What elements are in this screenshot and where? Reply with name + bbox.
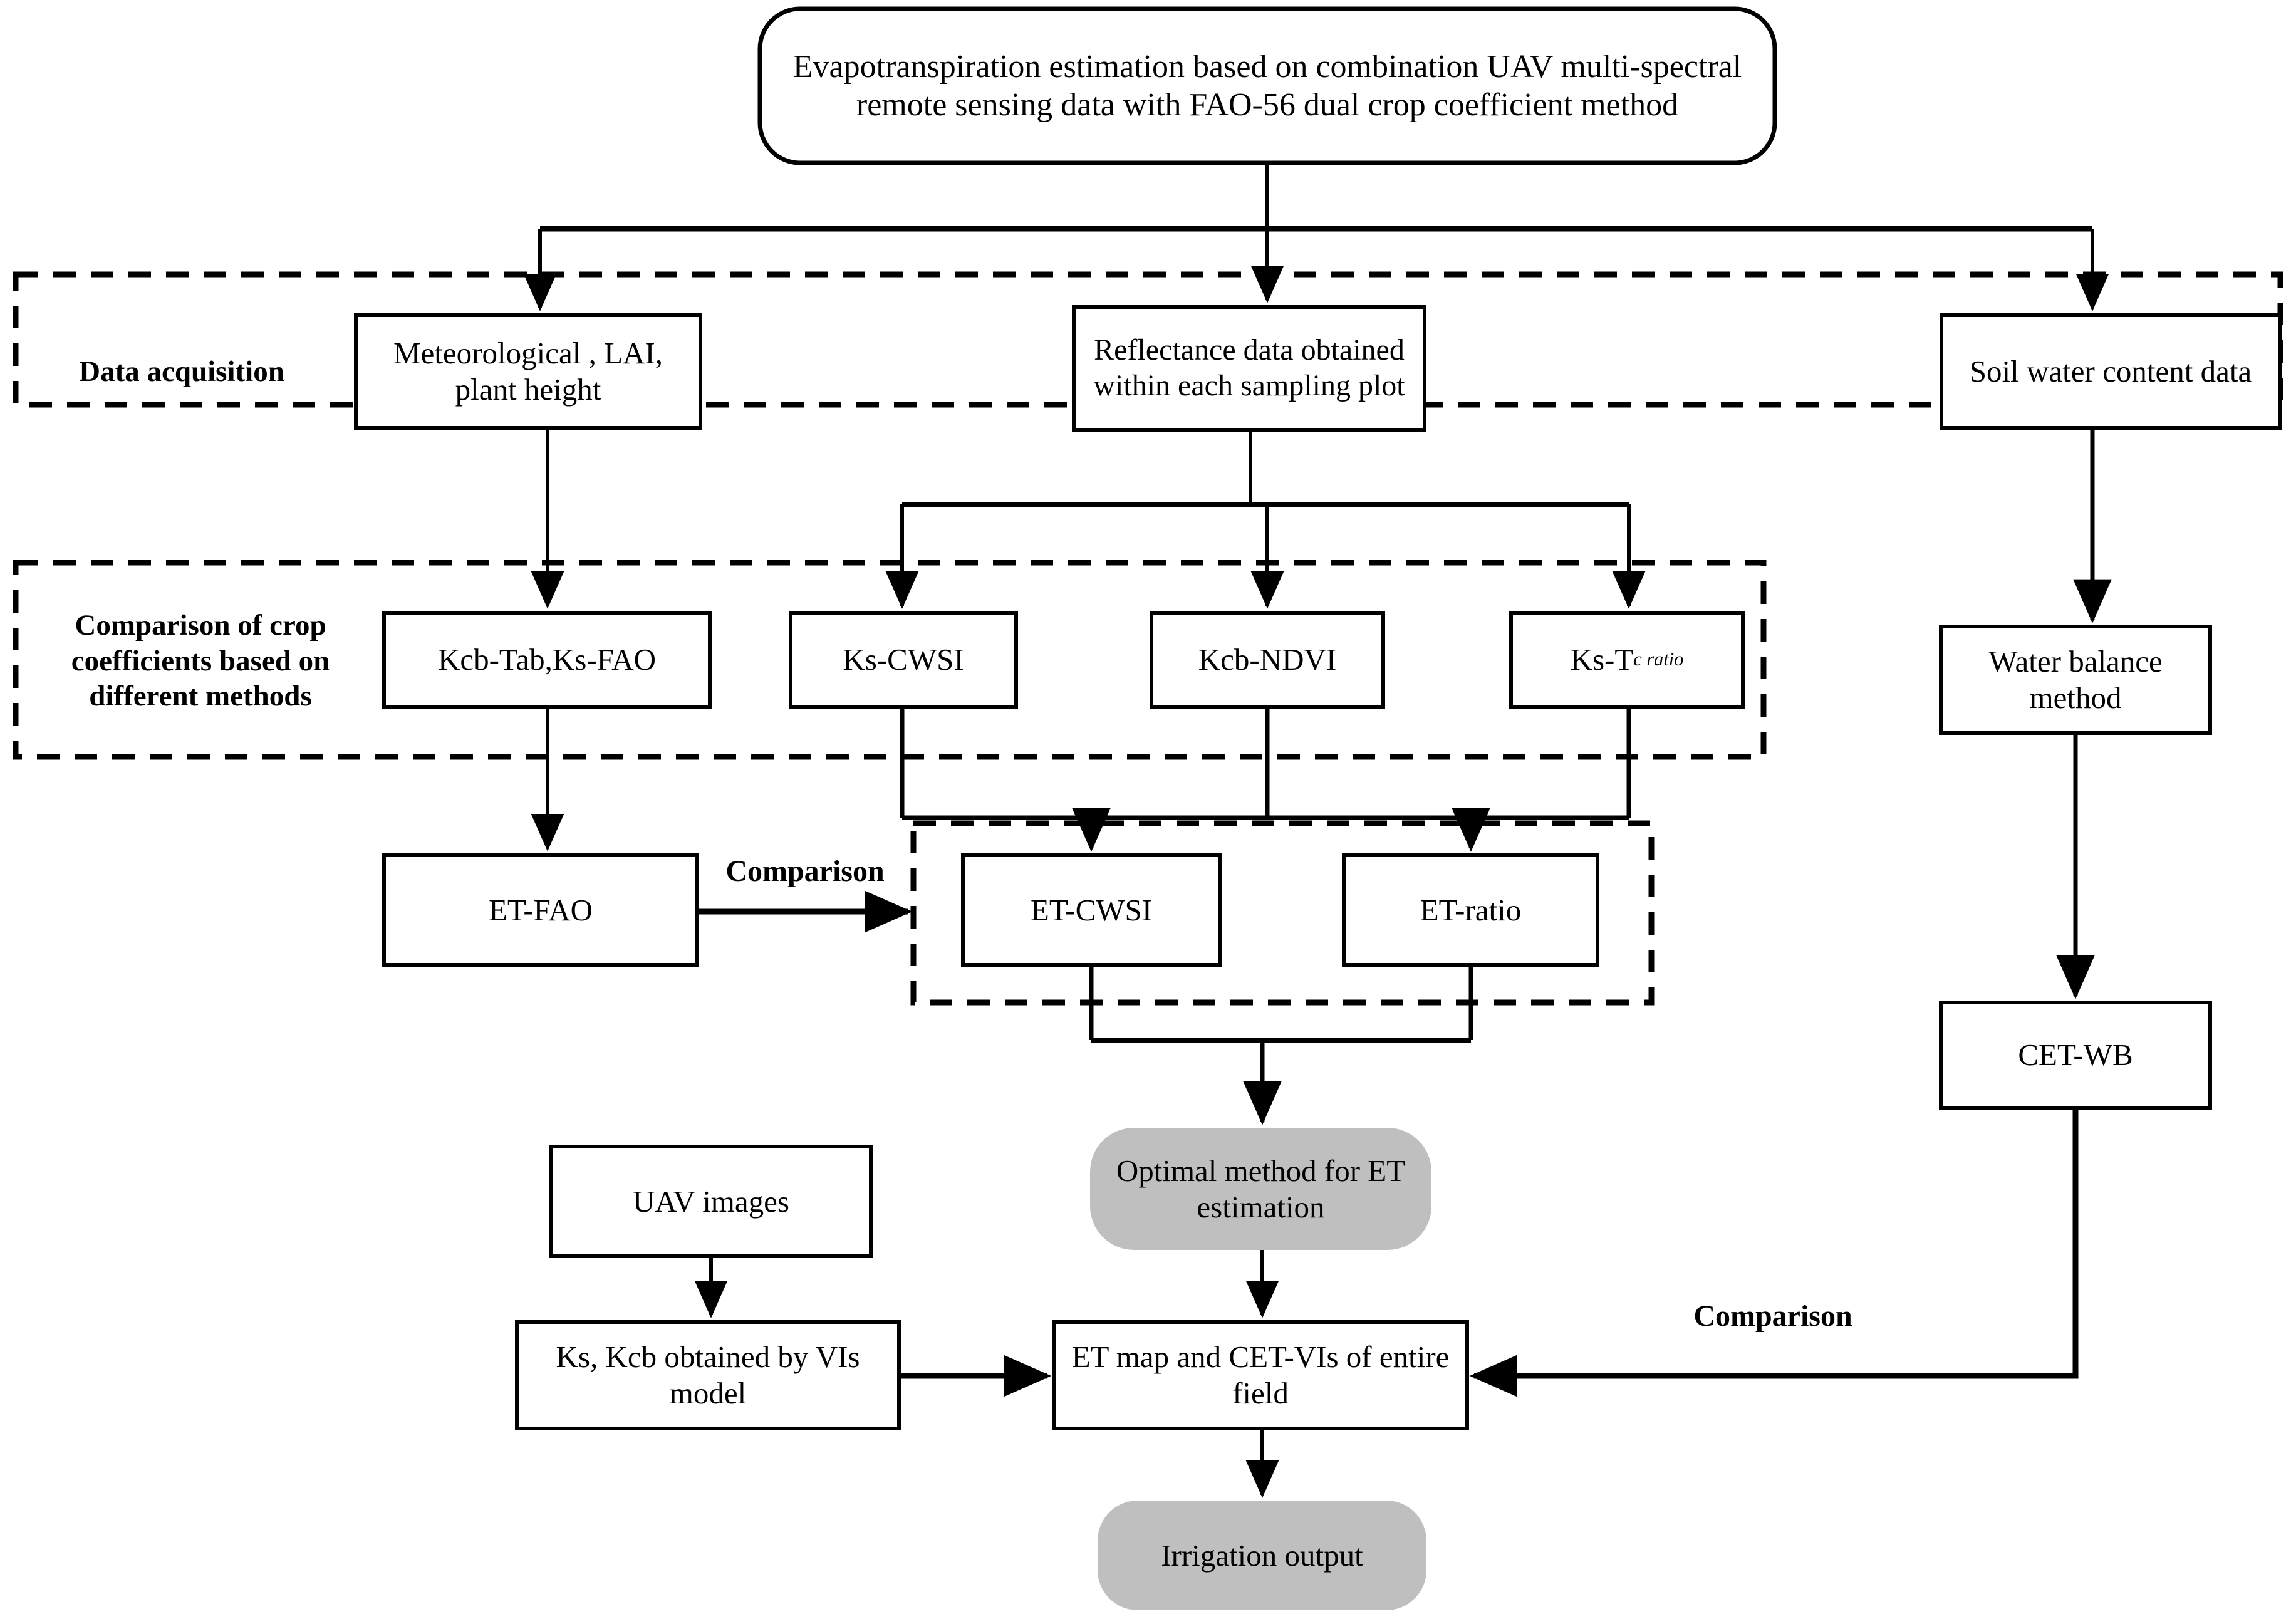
node-shape-et-ratio (1342, 853, 1599, 967)
group-frame-crop-coefficients (13, 560, 1767, 760)
node-shape-soil-water (1940, 313, 2282, 430)
node-shape-kcb-ndvi (1150, 611, 1385, 709)
node-shape-water-balance (1939, 625, 2212, 735)
node-shape-irrigation-output (1098, 1501, 1426, 1610)
node-shape-ks-tc-ratio (1509, 611, 1745, 709)
node-shape-cet-wb (1939, 1001, 2212, 1110)
node-shape-et-map (1052, 1320, 1469, 1430)
node-shape-meteorological (354, 313, 702, 430)
node-shape-ks-kcb-vis (515, 1320, 901, 1430)
group-frame-et-methods (910, 820, 1655, 1006)
node-shape-ks-cwsi (789, 611, 1018, 709)
node-shape-kcb-tab-ks-fao (382, 611, 712, 709)
node-shape-optimal-method (1090, 1128, 1431, 1250)
group-frame-data-acquisition (13, 271, 2283, 408)
node-shape-reflectance (1072, 305, 1426, 432)
node-shape-et-fao (382, 853, 699, 967)
group-label-crop-coefficients: Comparison of crop coefficients based on… (71, 609, 330, 713)
node-shape-title (757, 6, 1777, 165)
edge-cet-wb-to-et-map (1469, 1108, 2079, 1397)
group-label-data-acquisition: Data acquisition (79, 355, 284, 388)
node-shape-uav-images (549, 1145, 873, 1258)
node-shape-et-cwsi (961, 853, 1222, 967)
edge-label-comparison-right: Comparison (1693, 1299, 1852, 1333)
edge-label-comparison-left: Comparison (725, 854, 885, 888)
